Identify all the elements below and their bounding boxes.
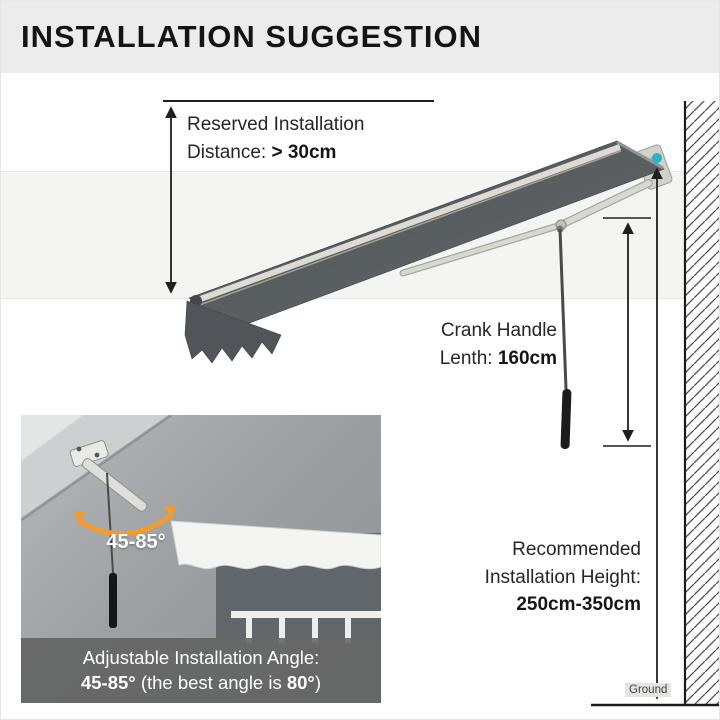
inset-crank-rod	[106, 472, 117, 628]
angle-arc-icon	[73, 505, 177, 537]
caption-best: 80°	[286, 671, 315, 693]
reserved-line1: Reserved Installation	[187, 114, 365, 135]
installation-height-annotation: Recommended Installation Height: 250cm-3…	[431, 536, 641, 619]
crank-line1: Crank Handle	[440, 320, 557, 341]
inset-photo-angle-detail: 45-85° Adjustable Installation Angle: 45…	[21, 415, 381, 703]
height-line1: Recommended	[512, 539, 641, 560]
inset-illustration	[21, 415, 381, 643]
awning-fabric	[188, 140, 665, 329]
valance	[184, 300, 282, 364]
header-bar: INSTALLATION SUGGESTION	[1, 1, 719, 73]
awning-illustration	[184, 140, 673, 450]
page-title: INSTALLATION SUGGESTION	[21, 19, 483, 54]
height-line2: Installation Height:	[484, 566, 641, 588]
awning-arm	[399, 179, 653, 277]
crank-line2: Lenth: 160cm	[347, 345, 557, 373]
height-value: 250cm-350cm	[431, 591, 641, 619]
mount-point-marker	[652, 153, 662, 163]
white-awning-valance	[170, 520, 381, 570]
inset-caption: Adjustable Installation Angle: 45-85° (t…	[21, 638, 381, 703]
crank-value: 160cm	[497, 347, 557, 369]
ground-label: Ground	[625, 683, 672, 697]
reserved-distance-dimension	[163, 100, 434, 294]
caption-line2: 45-85° (the best angle is 80°)	[21, 671, 381, 696]
crank-length-dimension	[603, 217, 651, 447]
wall-hatch	[683, 101, 719, 707]
inset-bracket	[69, 440, 148, 512]
crank-label: Lenth:	[439, 347, 498, 369]
reserved-line2: Distance: > 30cm	[187, 139, 364, 167]
crank-handle	[556, 225, 572, 450]
reserved-label: Distance:	[187, 141, 272, 163]
caption-line1: Adjustable Installation Angle:	[82, 647, 320, 668]
reserved-distance-annotation: Reserved Installation Distance: > 30cm	[187, 111, 364, 166]
angle-range-badge: 45-85°	[106, 531, 166, 553]
height-dimension	[651, 153, 663, 700]
height-value-bold: 250cm-350cm	[516, 594, 641, 616]
reserved-value: > 30cm	[271, 141, 337, 163]
caption-end: )	[314, 671, 322, 693]
crank-length-annotation: Crank Handle Lenth: 160cm	[347, 317, 557, 372]
caption-range: 45-85°	[80, 671, 136, 693]
caption-middle: (the best angle is	[135, 671, 287, 693]
